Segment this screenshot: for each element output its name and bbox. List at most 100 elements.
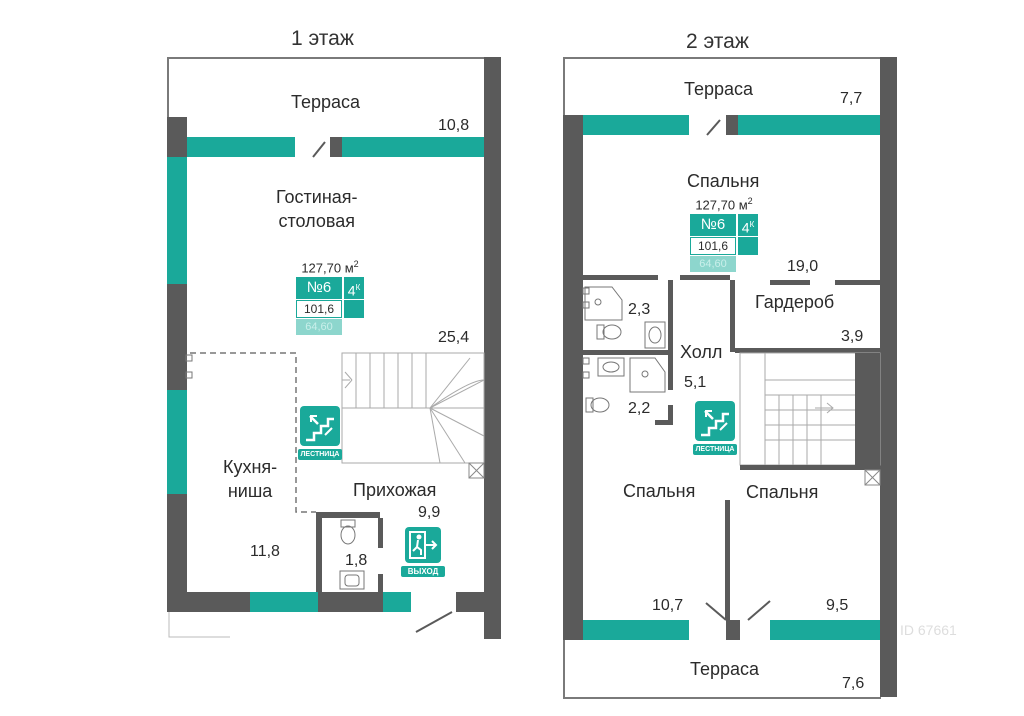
wall bbox=[167, 117, 187, 157]
vent bbox=[582, 357, 590, 365]
room-bedroom-2-name: Спальня bbox=[623, 481, 696, 501]
room-bedroom-3-name: Спальня bbox=[746, 482, 819, 502]
stairwell bbox=[739, 352, 881, 466]
window bbox=[583, 115, 689, 135]
sink-icon bbox=[644, 321, 666, 349]
stairs-caption-floor-2: ЛЕСТНИЦА bbox=[693, 444, 737, 455]
vent bbox=[185, 354, 193, 362]
room-terrace-2-area: 7,7 bbox=[840, 90, 863, 107]
badge-total-area: 127,70 м bbox=[301, 260, 354, 276]
badge-total-unit-sup: 2 bbox=[353, 259, 359, 269]
sink-icon bbox=[339, 570, 365, 590]
floor-2-title: 2 этаж bbox=[686, 30, 749, 53]
vent bbox=[582, 371, 590, 379]
window bbox=[250, 592, 318, 612]
outline bbox=[168, 612, 230, 638]
room-hallway-name: Прихожая bbox=[353, 480, 437, 500]
floor-2-left-outline bbox=[563, 57, 565, 117]
vent bbox=[468, 462, 485, 479]
badge-living-area: 101,6 bbox=[296, 300, 342, 319]
room-bedroom-2-area: 10,7 bbox=[652, 597, 684, 614]
room-bedroom-3-area: 9,5 bbox=[826, 597, 849, 614]
sink-icon bbox=[597, 357, 625, 377]
floor-1-top-outline bbox=[167, 57, 487, 59]
room-wardrobe-name: Гардероб bbox=[755, 292, 835, 312]
window bbox=[187, 137, 295, 157]
wall bbox=[835, 280, 880, 285]
room-living-area: 25,4 bbox=[438, 329, 470, 346]
toilet-icon bbox=[340, 519, 356, 545]
wall bbox=[330, 137, 342, 157]
wall bbox=[456, 592, 484, 612]
floor-2-right-wall bbox=[880, 57, 897, 697]
wall bbox=[668, 405, 673, 425]
badge-room-count-sup: К bbox=[355, 283, 361, 293]
outline bbox=[563, 697, 881, 699]
floor-2-top-outline bbox=[563, 57, 881, 59]
room-kitchen-name: Кухня- ниша bbox=[223, 457, 278, 501]
badge-extra-area: 64,60 bbox=[690, 256, 736, 273]
badge-total-unit-sup: 2 bbox=[747, 196, 753, 206]
wall bbox=[668, 280, 673, 390]
room-living-name: Гостиная- столовая bbox=[276, 187, 358, 231]
room-bathroom-3-area: 2,2 bbox=[628, 400, 651, 417]
room-kitchen-area: 11,8 bbox=[250, 543, 280, 560]
vent bbox=[864, 469, 881, 486]
wall bbox=[680, 275, 730, 280]
room-wardrobe-area: 3,9 bbox=[841, 328, 864, 345]
badge-apartment-number: №6 bbox=[690, 214, 736, 237]
floor-2-plan bbox=[563, 57, 897, 699]
door-swing bbox=[705, 602, 727, 621]
wall bbox=[167, 592, 250, 612]
outline bbox=[563, 640, 565, 698]
door-swing bbox=[706, 119, 721, 136]
badge-extra-area: 64,60 bbox=[296, 319, 342, 336]
kitchen-niche-outline bbox=[190, 352, 316, 513]
wall bbox=[583, 350, 668, 355]
window bbox=[770, 620, 880, 640]
floor-1-title: 1 этаж bbox=[291, 27, 354, 50]
badge-room-count: 4 bbox=[741, 219, 750, 236]
apartment-badge-floor-2: 127,70 м2 №6 4К 101,6 64,60 bbox=[690, 196, 758, 273]
wall bbox=[378, 574, 383, 592]
room-bathroom-1-area: 1,8 bbox=[345, 552, 368, 569]
toilet-icon bbox=[585, 397, 610, 413]
door-swing bbox=[312, 141, 326, 158]
badge-room-count: 4 bbox=[347, 282, 356, 299]
wall bbox=[726, 620, 740, 640]
wall bbox=[740, 465, 880, 470]
floor-1-plan bbox=[167, 57, 501, 639]
room-hallway-area: 9,9 bbox=[418, 504, 441, 521]
floor-1-left-outline bbox=[167, 57, 169, 117]
wall bbox=[583, 275, 658, 280]
window bbox=[167, 390, 187, 494]
room-terrace-2-name: Терраса bbox=[684, 79, 754, 99]
wall bbox=[730, 280, 735, 352]
shower-icon bbox=[629, 357, 666, 393]
exit-icon: ВЫХОД bbox=[401, 527, 445, 577]
exit-caption: ВЫХОД bbox=[401, 566, 445, 577]
badge-total-area: 127,70 м bbox=[695, 197, 748, 213]
room-bedroom-1-name: Спальня bbox=[687, 171, 760, 191]
stairs-icon: ЛЕСТНИЦА bbox=[693, 401, 737, 455]
wall bbox=[167, 494, 187, 612]
room-terrace-1-area: 10,8 bbox=[438, 117, 470, 134]
window bbox=[738, 115, 880, 135]
room-hall-area: 5,1 bbox=[684, 374, 707, 391]
badge-side-block bbox=[344, 300, 364, 319]
vent bbox=[582, 301, 590, 309]
badge-living-area: 101,6 bbox=[690, 237, 736, 256]
wall bbox=[167, 284, 187, 390]
window bbox=[583, 620, 689, 640]
door-swing bbox=[747, 600, 771, 621]
floor-2-left-wall bbox=[563, 115, 583, 640]
room-bathroom-2-area: 2,3 bbox=[628, 301, 651, 318]
wall bbox=[316, 512, 380, 518]
toilet-icon bbox=[596, 324, 622, 340]
floor-1-right-wall bbox=[484, 57, 501, 639]
stairs-caption-floor-1: ЛЕСТНИЦА bbox=[298, 449, 342, 460]
wall bbox=[726, 115, 738, 135]
wall bbox=[735, 348, 880, 353]
shower-icon bbox=[584, 286, 623, 321]
